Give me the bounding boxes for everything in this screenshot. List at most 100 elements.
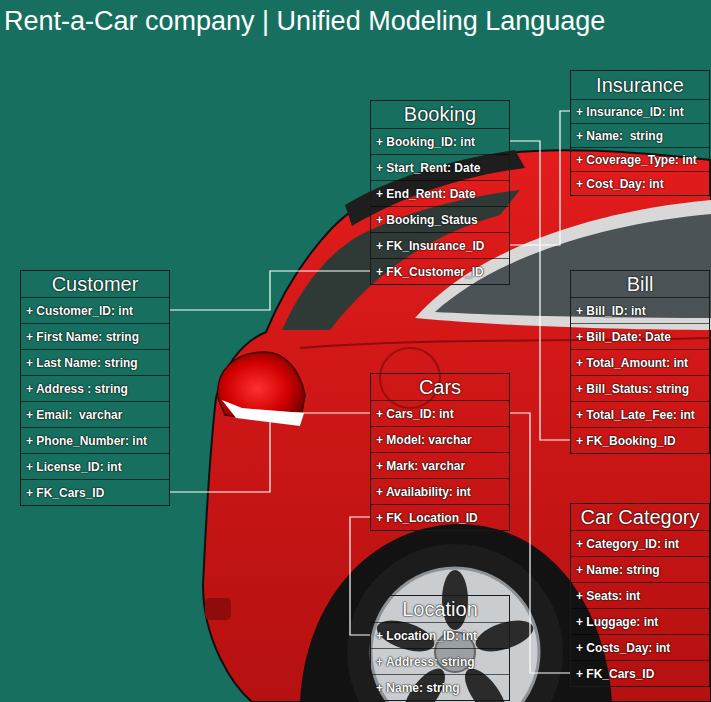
attribute-text: + Luggage: int xyxy=(576,615,658,629)
class-name: Booking xyxy=(404,103,476,125)
title-text: Rent-a-Car company | Unified Modeling La… xyxy=(4,6,605,36)
uml-class-box: Customer + Customer_ID: int + First Name: … xyxy=(20,270,170,506)
attribute-row: + FK_Cars_ID xyxy=(21,479,169,505)
attribute-row: + FK_Booking_ID xyxy=(571,427,709,453)
connector-line xyxy=(510,141,570,440)
attribute-text: + Name: string xyxy=(576,563,660,577)
attribute-text: + Customer_ID: int xyxy=(26,304,133,318)
class-name: Customer xyxy=(52,273,139,295)
attribute-text: + Booking_Status xyxy=(376,213,478,227)
attribute-row: + Bill_Status: string xyxy=(571,375,709,401)
attribute-row: + Category_ID: int xyxy=(571,530,709,556)
attribute-text: + Email: varchar xyxy=(26,408,122,422)
attribute-text: + Insurance_ID: int xyxy=(576,105,684,119)
attribute-row: + Cars_ID: int xyxy=(371,400,509,426)
connector-line xyxy=(170,271,370,310)
attribute-text: + Address : string xyxy=(26,382,128,396)
attribute-text: + Bill_Date: Date xyxy=(576,330,671,344)
attribute-text: + Seats: int xyxy=(576,589,640,603)
attribute-row: + Phone_Number: int xyxy=(21,427,169,453)
attribute-row: + Email: varchar xyxy=(21,401,169,427)
attribute-row: + Model: varchar xyxy=(371,426,509,452)
attribute-row: + Total_Late_Fee: int xyxy=(571,401,709,427)
attribute-row: + Name: string xyxy=(571,123,709,147)
attribute-row: + Seats: int xyxy=(571,582,709,608)
class-name: Car Category xyxy=(581,506,700,528)
attribute-text: + FK_Cars_ID xyxy=(26,486,104,500)
attribute-row: + End_Rent: Date xyxy=(371,180,509,206)
connector-line xyxy=(510,413,570,673)
attribute-row: + Customer_ID: int xyxy=(21,297,169,323)
attribute-text: + FK_Location_ID xyxy=(376,511,478,525)
attribute-text: + Name: string xyxy=(376,681,460,695)
attribute-row: + Last Name: string xyxy=(21,349,169,375)
attribute-row: + Start_Rent: Date xyxy=(371,154,509,180)
attribute-text: + First Name: string xyxy=(26,330,139,344)
uml-class-box: Car Category + Category_ID: int + Name: st… xyxy=(570,503,710,687)
attribute-text: + Total_Late_Fee: int xyxy=(576,408,695,422)
uml-class-box: Insurance + Insurance_ID: int + Name: stri… xyxy=(570,70,710,196)
attribute-row: + FK_Cars_ID xyxy=(571,660,709,686)
attribute-row: + Bill_Date: Date xyxy=(571,323,709,349)
attribute-text: + FK_Insurance_ID xyxy=(376,239,484,253)
attribute-text: + Last Name: string xyxy=(26,356,138,370)
attribute-text: + Start_Rent: Date xyxy=(376,161,480,175)
attribute-row: + Luggage: int xyxy=(571,608,709,634)
attribute-row: + Costs_Day: int xyxy=(571,634,709,660)
attribute-row: + Name: string xyxy=(571,556,709,582)
attribute-text: + Model: varchar xyxy=(376,433,472,447)
attribute-text: + FK_Customer_ID xyxy=(376,265,484,279)
attribute-row: + FK_Insurance_ID xyxy=(371,232,509,258)
connector-line xyxy=(170,413,370,492)
class-header: Car Category xyxy=(571,504,709,530)
uml-class-box: Location+ Location_ID: int + Address: str… xyxy=(370,595,510,701)
attribute-text: + Name: string xyxy=(576,129,663,143)
attribute-text: + FK_Booking_ID xyxy=(576,434,676,448)
attribute-row: + Insurance_ID: int xyxy=(571,99,709,123)
attribute-text: + Bill_Status: string xyxy=(576,382,689,396)
attribute-text: + Cost_Day: int xyxy=(576,177,664,191)
class-name: Bill xyxy=(627,273,654,295)
attribute-row: + Cost_Day: int xyxy=(571,171,709,195)
rim xyxy=(371,568,539,702)
uml-class-box: Booking + Booking_ID: int + Start_Rent: Da… xyxy=(370,100,510,285)
attribute-text: + Phone_Number: int xyxy=(26,434,147,448)
attribute-row: + Booking_ID: int xyxy=(371,128,509,154)
attribute-row: + Bill_ID: int xyxy=(571,297,709,323)
class-header: Cars xyxy=(371,374,509,400)
attribute-text: + Coverage_Type: int xyxy=(576,153,697,167)
rim-holes xyxy=(373,570,537,702)
attribute-text: + Booking_ID: int xyxy=(376,135,475,149)
rim-hole xyxy=(472,614,537,657)
attribute-text: + Availability: int xyxy=(376,485,471,499)
class-name: Location xyxy=(402,598,478,620)
class-header: Location xyxy=(371,596,509,622)
attribute-row: + Name: string xyxy=(371,674,509,700)
attribute-row: + FK_Location_ID xyxy=(371,504,509,530)
attribute-text: + Cars_ID: int xyxy=(376,407,454,421)
class-header: Booking xyxy=(371,101,509,128)
attribute-row: + Coverage_Type: int xyxy=(571,147,709,171)
attribute-text: + FK_Cars_ID xyxy=(576,667,654,681)
attribute-row: + Mark: varchar xyxy=(371,452,509,478)
class-name: Insurance xyxy=(596,74,684,96)
attribute-text: + Address: string xyxy=(376,655,475,669)
attribute-row: + First Name: string xyxy=(21,323,169,349)
attribute-row: + Location_ID: int xyxy=(371,622,509,648)
attribute-text: + Total_Amount: int xyxy=(576,356,688,370)
diagram-title: Rent-a-Car company | Unified Modeling La… xyxy=(4,6,605,37)
attribute-row: + Address : string xyxy=(21,375,169,401)
attribute-text: + End_Rent: Date xyxy=(376,187,476,201)
attribute-row: + FK_Customer_ID xyxy=(371,258,509,284)
attribute-text: + Category_ID: int xyxy=(576,537,679,551)
attribute-row: + License_ID: int xyxy=(21,453,169,479)
attribute-row: + Booking_Status xyxy=(371,206,509,232)
uml-class-box: Bill+ Bill_ID: int + Bill_Date: Date + Tot… xyxy=(570,270,710,454)
uml-class-box: Cars + Cars_ID: int + Model: varchar + Mark… xyxy=(370,373,510,531)
rear-reflector xyxy=(205,598,231,620)
tail-light xyxy=(218,352,305,425)
attribute-row: + Address: string xyxy=(371,648,509,674)
